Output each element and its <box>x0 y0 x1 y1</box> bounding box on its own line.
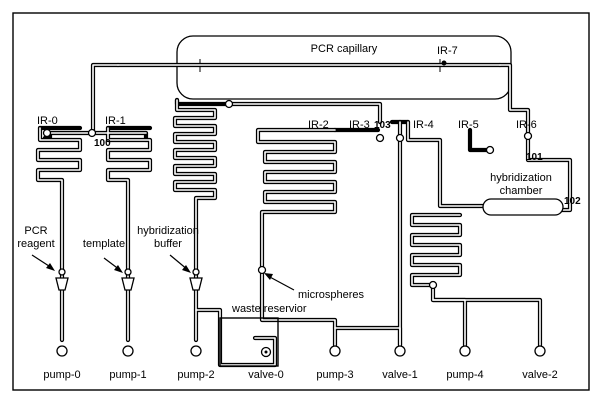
pcr-reagent-label-1: PCR <box>24 225 47 237</box>
node-ir0 <box>42 128 52 138</box>
port-label-pump-2: pump-2 <box>177 369 214 381</box>
hybridization-chamber <box>482 198 564 216</box>
hyb-chamber-label-1: hybridization <box>490 172 552 184</box>
outer-frame <box>12 12 590 391</box>
node-ir6 <box>523 131 533 141</box>
waste-reservoir-outlet-dot <box>264 350 268 354</box>
ir7-marker <box>441 60 447 66</box>
port-label-pump-4: pump-4 <box>446 369 483 381</box>
ir1-label: IR-1 <box>105 115 126 127</box>
port-label-pump-0: pump-0 <box>43 369 80 381</box>
node-103-label: 103 <box>374 120 391 131</box>
node-ir4-serpentine <box>428 280 438 290</box>
node-102-label: 102 <box>564 196 581 207</box>
hyb-buffer-label-2: buffer <box>154 238 182 250</box>
annotation-arrows <box>31 254 295 291</box>
port-label-valve-0: valve-0 <box>248 369 283 381</box>
reagent-bulbs <box>55 268 203 291</box>
ir6-label: IR-6 <box>516 119 537 131</box>
node-100-label: 100 <box>94 138 111 149</box>
node-microspheres <box>257 265 267 275</box>
waste-reservoir-box <box>219 317 279 367</box>
ir5-label: IR-5 <box>458 119 479 131</box>
node-junction-top <box>224 99 234 109</box>
ir3-label: IR-3 <box>349 119 370 131</box>
hyb-buffer-label-1: hybridization <box>137 225 199 237</box>
ir4-label: IR-4 <box>413 119 434 131</box>
ir2-label: IR-2 <box>308 119 329 131</box>
node-ir4 <box>395 133 405 143</box>
channel-highlights <box>37 64 571 366</box>
template-label: template <box>83 238 125 250</box>
waste-reservoir-label: waste reservior <box>231 303 307 315</box>
port-label-pump-1: pump-1 <box>109 369 146 381</box>
port-label-valve-1: valve-1 <box>382 369 417 381</box>
node-103 <box>375 133 385 143</box>
pcr-reagent-label-2: reagent <box>17 238 54 250</box>
node-101-label: 101 <box>526 152 543 163</box>
port-label-valve-2: valve-2 <box>522 369 557 381</box>
node-100 <box>87 128 97 138</box>
port-label-pump-3: pump-3 <box>316 369 353 381</box>
pcr-capillary-label: PCR capillary <box>311 43 378 55</box>
microspheres-label: microspheres <box>298 289 365 301</box>
ir0-label: IR-0 <box>37 115 58 127</box>
port-nodes <box>56 345 546 357</box>
hyb-chamber-label-2: chamber <box>500 185 543 197</box>
ir7-label: IR-7 <box>437 45 458 57</box>
node-ir5 <box>485 145 495 155</box>
